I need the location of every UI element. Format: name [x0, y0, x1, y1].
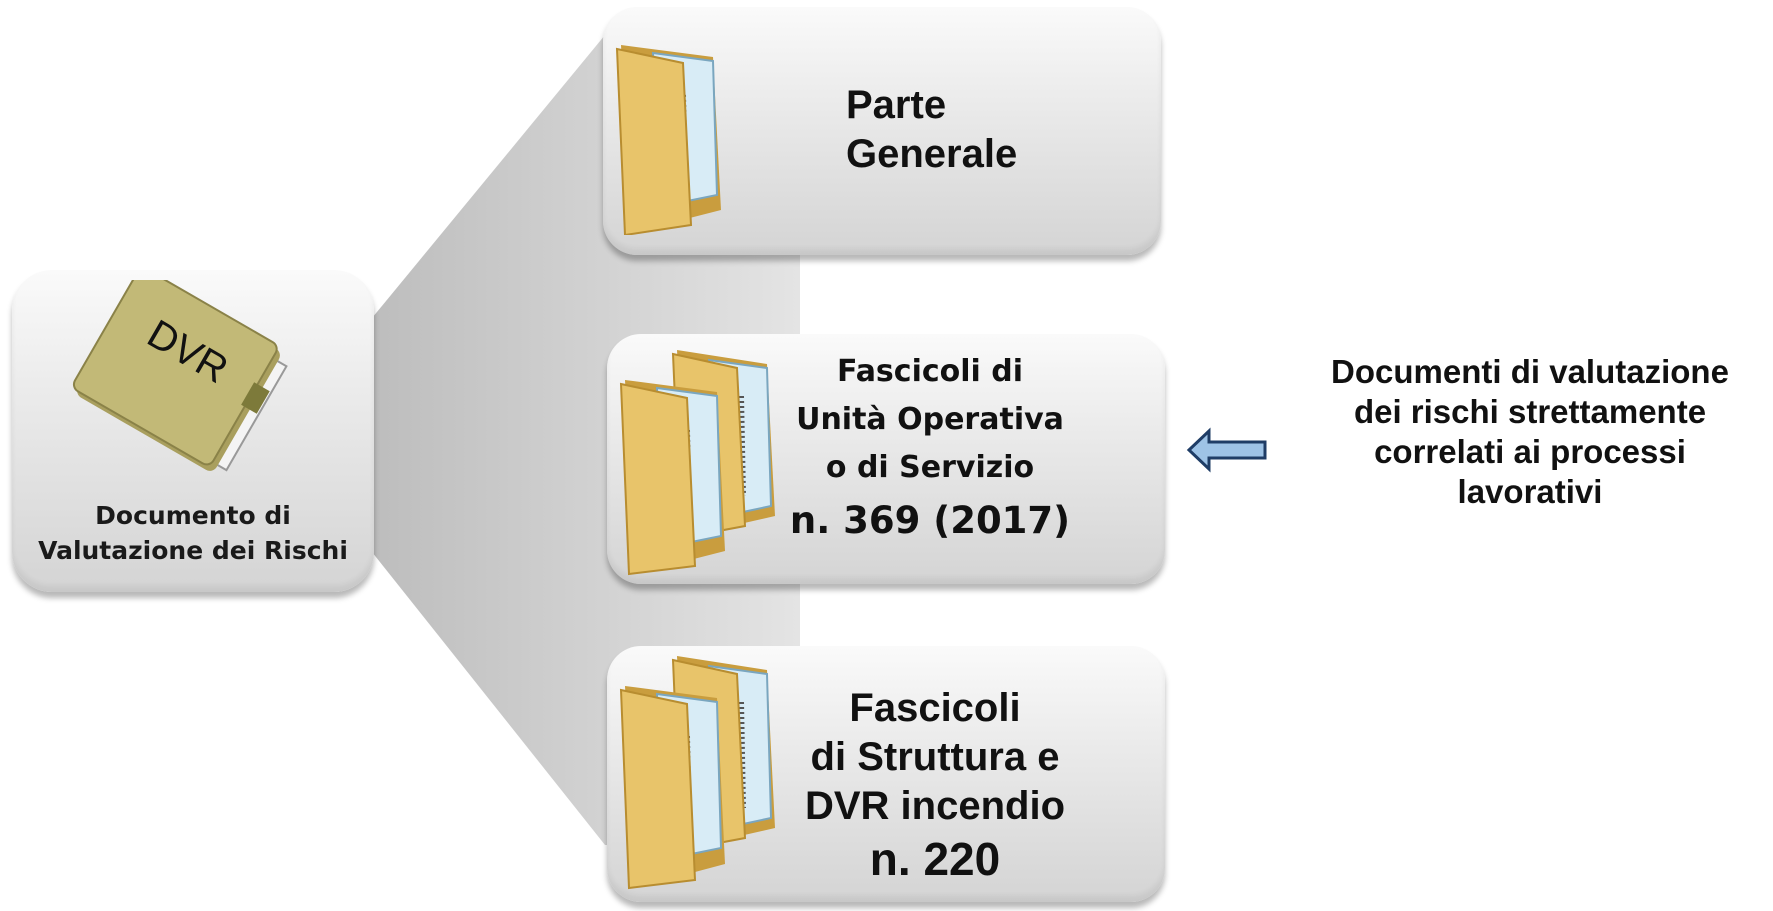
box-fascicoli-struttura: Fascicoli di Struttura e DVR incendio n.… — [607, 646, 1165, 902]
dvr-box: DVR Documento di Valutazione dei Rischi — [12, 270, 374, 592]
dvr-caption-line-1: Documento di — [95, 501, 291, 530]
box-parte-generale: Parte Generale — [603, 7, 1161, 255]
box-2-count: n. 369 (2017) — [789, 499, 1071, 542]
side-note: Documenti di valutazione dei rischi stre… — [1300, 352, 1760, 512]
box-fascicoli-unita-operativa: Fascicoli di Unità Operativa o di Serviz… — [607, 334, 1165, 584]
folder-icon — [615, 45, 721, 235]
box-1-line-2: Generale — [846, 132, 1018, 176]
box-3-count: n. 220 — [869, 833, 1001, 885]
dvr-caption-line-2: Valutazione dei Rischi — [38, 536, 348, 565]
fascicoli-struttura-label: Fascicoli di Struttura e DVR incendio n.… — [785, 684, 1085, 887]
box-3-line-1: Fascicoli — [849, 686, 1021, 730]
fascicoli-unita-label: Fascicoli di Unità Operativa o di Serviz… — [785, 348, 1075, 550]
parte-generale-label: Parte Generale — [846, 81, 1017, 179]
dvr-caption: Documento di Valutazione dei Rischi — [12, 498, 374, 568]
box-1-line-1: Parte — [846, 83, 947, 127]
box-2-line-1: Fascicoli di — [836, 354, 1024, 389]
note-line-4: lavorativi — [1457, 473, 1603, 510]
box-3-line-2: di Struttura e — [810, 735, 1060, 779]
left-arrow-icon — [1186, 427, 1267, 473]
box-3-line-3: DVR incendio — [804, 784, 1066, 828]
double-folder-icon — [619, 656, 775, 890]
box-2-line-2: Unità Operativa — [796, 402, 1064, 437]
box-2-line-3: o di Servizio — [825, 450, 1035, 485]
note-line-2: dei rischi strettamente — [1353, 393, 1707, 430]
note-line-3: correlati ai processi — [1374, 433, 1686, 470]
double-folder-icon — [619, 350, 775, 576]
note-line-1: Documenti di valutazione — [1331, 353, 1729, 390]
dvr-folder-icon: DVR — [72, 280, 288, 472]
